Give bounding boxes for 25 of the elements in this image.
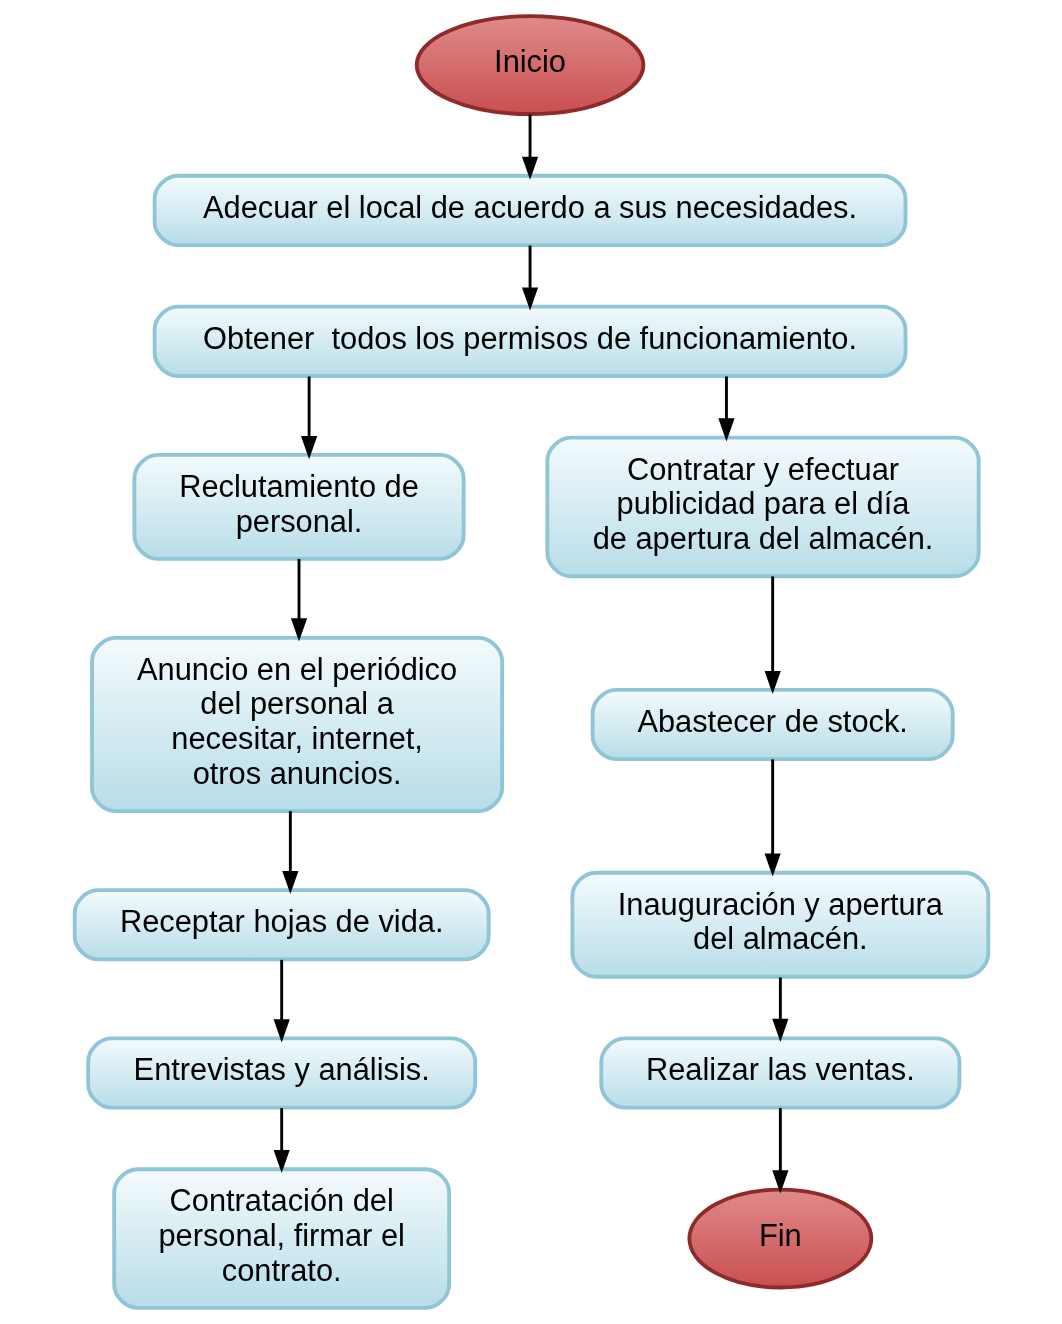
node-box: Realizar las ventas. — [598, 1036, 961, 1110]
arrow — [300, 376, 317, 460]
arrow — [273, 1108, 290, 1174]
node-box: Receptar hojas de vida. — [72, 888, 491, 962]
arrow — [281, 811, 298, 895]
arrow — [521, 245, 538, 311]
node-box: Obtener todos los permisos de funcionamiento. — [152, 304, 907, 378]
arrow — [764, 759, 781, 877]
node-box: Entrevistas y análisis. — [85, 1036, 477, 1110]
arrow — [717, 376, 735, 442]
arrow — [273, 959, 290, 1043]
node-box: Contratación del personal, firmar el contrato. — [111, 1167, 451, 1310]
node-ellipse: Inicio — [414, 14, 645, 116]
node-box: Abastecer de stock. — [590, 687, 955, 762]
node-box: Adecuar el local de acuerdo a sus necesidades. — [152, 173, 907, 247]
arrow — [290, 559, 307, 642]
arrow — [771, 1108, 788, 1194]
node-box: Inauguración y apertura del almacén. — [570, 870, 990, 979]
arrow — [764, 576, 781, 695]
arrow — [521, 114, 538, 180]
arrow — [771, 977, 788, 1042]
node-box: Contratar y efectuar publicidad para el día de apertura del almacén. — [544, 435, 981, 579]
node-ellipse: Fin — [686, 1187, 873, 1290]
node-box: Reclutamiento de personal. — [131, 453, 466, 561]
node-box: Anuncio en el periódico del personal a necesitar, internet, otros anuncios. — [89, 635, 504, 814]
